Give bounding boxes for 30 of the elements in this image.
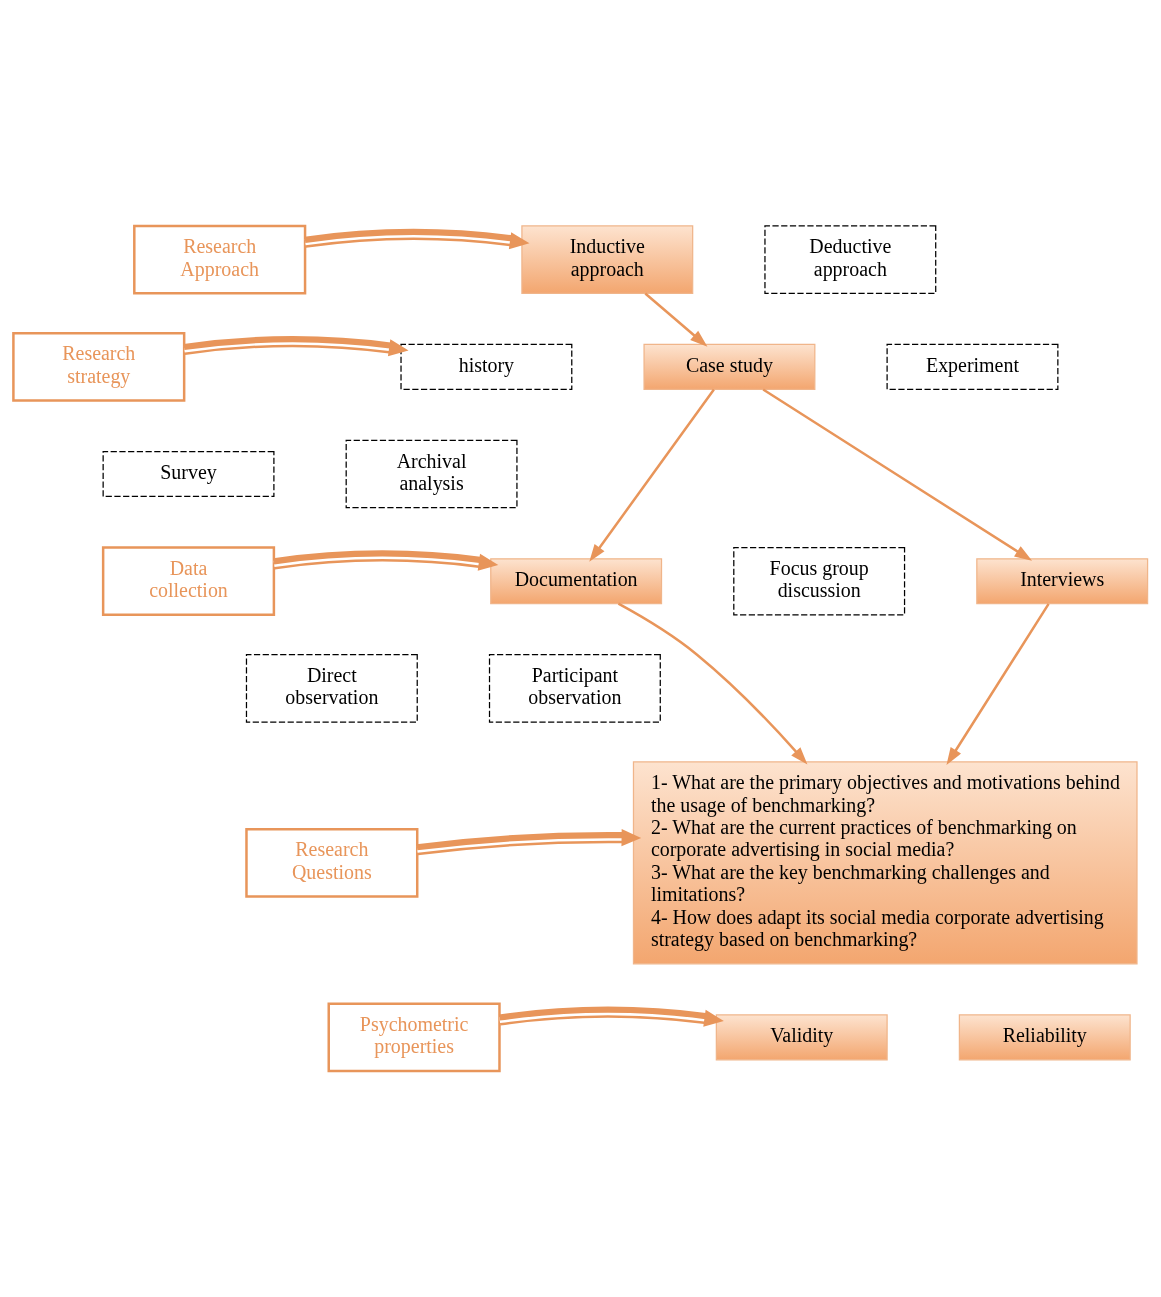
node-box: Documentation (490, 558, 663, 605)
node-box: Research strategy (12, 331, 186, 402)
node-box: Interviews (976, 558, 1149, 605)
arrow (946, 603, 1050, 766)
arrow (644, 292, 708, 347)
node-box: Psychometric properties (327, 1002, 501, 1073)
node-box: Survey (102, 450, 275, 498)
arrow (762, 388, 1033, 561)
arrow (273, 550, 499, 571)
node-box: Archival analysis (345, 439, 518, 509)
node-box: Reliability (958, 1014, 1131, 1061)
node-box: Research Questions (245, 827, 419, 898)
node-box: Experiment (886, 343, 1059, 390)
arrow (416, 829, 642, 856)
node-box: Inductive approach (521, 225, 694, 294)
arrow (498, 1006, 724, 1027)
node-box: Direct observation (245, 654, 418, 723)
node-box: Deductive approach (764, 225, 937, 294)
arrow (617, 602, 808, 765)
node-box: Research Approach (133, 224, 307, 295)
node-box: 1- What are the primary objectives and motivations behind the usage of benchmarking? 2- What are the current practices of benchmarking on corporate advertising in social media? 3- What are the key benchmarking challenges and limitations? 4- How does adapt its social media corporate advertising strategy based on benchmarking? (632, 761, 1138, 965)
arrow (589, 388, 715, 562)
arrow (304, 228, 530, 250)
arrow (183, 336, 409, 357)
node-box: Validity (715, 1014, 888, 1061)
node-box: history (400, 343, 573, 390)
node-box: Data collection (101, 546, 276, 617)
node-box: Participant observation (488, 654, 661, 723)
node-box: Case study (643, 343, 816, 390)
node-box: Focus group discussion (733, 546, 906, 616)
